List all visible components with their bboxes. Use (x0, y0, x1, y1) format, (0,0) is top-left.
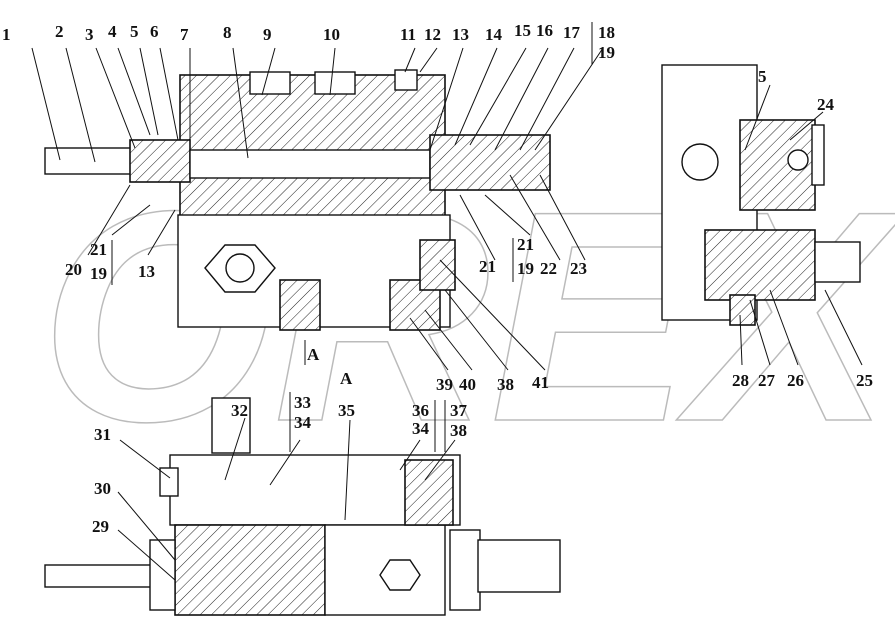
callout-19: 19 (598, 43, 615, 62)
callout-12: 12 (424, 25, 441, 44)
callout-13-left: 13 (138, 262, 155, 281)
callout-6: 6 (150, 22, 159, 41)
callout-40: 40 (459, 375, 476, 394)
callout-22: 22 (540, 259, 557, 278)
callout-21-right: 21 (479, 257, 496, 276)
view-arrow-label: A (307, 345, 320, 364)
callout-13: 13 (452, 25, 469, 44)
callout-9: 9 (263, 25, 272, 44)
callout-34b: 34 (412, 419, 430, 438)
callout-28: 28 (732, 371, 749, 390)
callout-25: 25 (856, 371, 873, 390)
callout-1: 1 (2, 25, 11, 44)
callout-38: 38 (497, 375, 514, 394)
callout-3: 3 (85, 25, 94, 44)
callout-7: 7 (180, 25, 189, 44)
callout-8: 8 (223, 23, 232, 42)
callout-24: 24 (817, 95, 835, 114)
section-label: A (340, 369, 353, 388)
callout-19-group: 19 (517, 259, 534, 278)
callout-41: 41 (532, 373, 549, 392)
callout-17: 17 (563, 23, 581, 42)
callout-36: 36 (412, 401, 429, 420)
callout-23: 23 (570, 259, 587, 278)
callout-21-group: 21 (517, 235, 534, 254)
callout-38b: 38 (450, 421, 467, 440)
callout-14: 14 (485, 25, 503, 44)
leader-lines (31, 22, 863, 581)
callout-39: 39 (436, 375, 453, 394)
callout-15: 15 (514, 21, 531, 40)
callout-18: 18 (598, 23, 615, 42)
callout-35: 35 (338, 401, 355, 420)
callout-34: 34 (294, 413, 312, 432)
callout-5: 5 (130, 22, 139, 41)
callout-29: 29 (92, 517, 109, 536)
callout-32: 32 (231, 401, 248, 420)
valve-bottom-view (44, 397, 561, 616)
callout-16: 16 (536, 21, 553, 40)
callout-5-side: 5 (758, 67, 767, 86)
valve-section-view (44, 69, 551, 331)
callout-26: 26 (787, 371, 804, 390)
valve-side-view (661, 64, 861, 326)
callout-2: 2 (55, 22, 64, 41)
callout-33: 33 (294, 393, 311, 412)
callout-4: 4 (108, 22, 117, 41)
callout-20: 20 (65, 260, 82, 279)
callout-19-left: 19 (90, 264, 107, 283)
callout-10: 10 (323, 25, 340, 44)
callout-37: 37 (450, 401, 468, 420)
callout-21-left: 21 (90, 240, 107, 259)
callout-30: 30 (94, 479, 111, 498)
callout-31: 31 (94, 425, 111, 444)
callout-27: 27 (758, 371, 776, 390)
callout-11: 11 (400, 25, 416, 44)
callout-labels: 1 2 3 4 5 6 7 8 9 10 11 12 13 14 15 16 1… (2, 21, 873, 536)
